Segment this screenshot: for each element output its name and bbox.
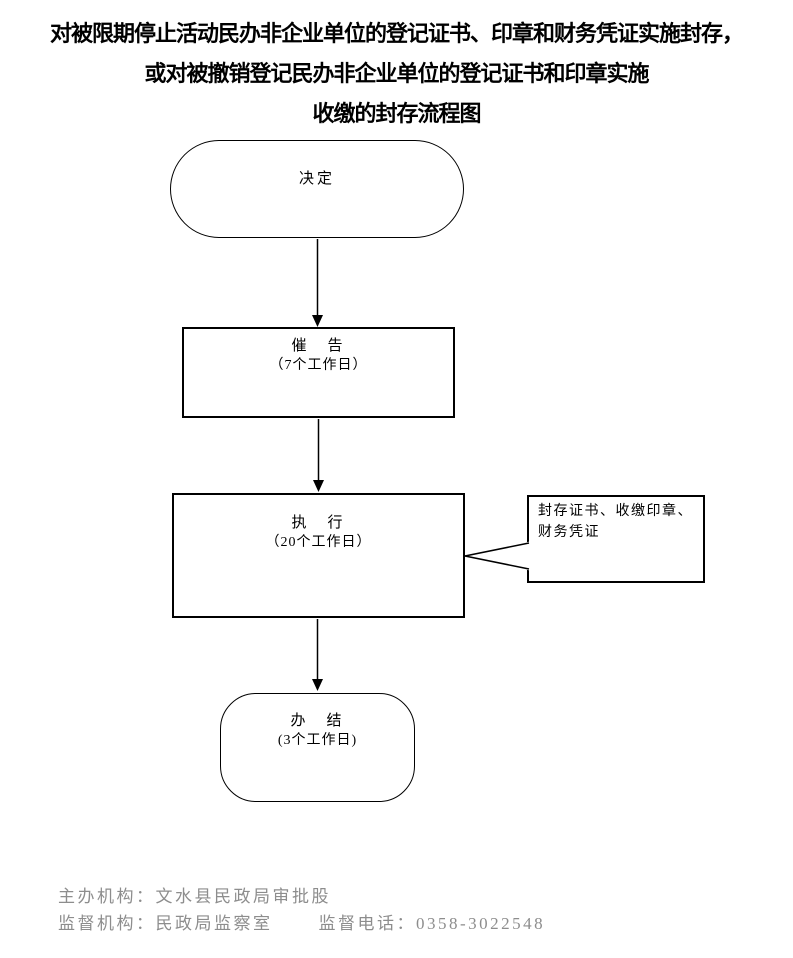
flow-node-urge: 催 告 （7个工作日） [182,327,455,418]
title-line-1: 对被限期停止活动民办非企业单位的登记证书、印章和财务凭证实施封存， [49,21,744,46]
node-label: 执 行 [291,515,346,531]
supervise-line: 监督机构：民政局监察室 监督电话：0358-3022548 [58,910,545,937]
node-duration: （20个工作日） [265,535,372,550]
callout-text-line: 封存证书、收缴印章、 [538,504,693,519]
page-title: 对被限期停止活动民办非企业单位的登记证书、印章和财务凭证实施封存， 或对被撤销登… [0,14,793,134]
callout-note: 封存证书、收缴印章、 财务凭证 [527,495,705,583]
flow-node-decision: 决定 [170,140,464,238]
node-label: 决定 [298,171,335,187]
flow-arrow-execute-to-conclude [312,619,323,691]
flow-arrow-decision-to-urge [312,239,323,327]
flow-node-conclude: 办 结 (3个工作日) [220,693,415,802]
node-label: 催 告 [291,338,346,354]
node-label: 办 结 [290,713,345,729]
footer: 主办机构：文水县民政局审批股 监督机构：民政局监察室 监督电话：0358-302… [58,883,545,937]
callout-text-line: 财务凭证 [538,525,600,540]
title-line-2: 或对被撤销登记民办非企业单位的登记证书和印章实施 [144,61,649,86]
callout-pointer [464,541,530,571]
supervise-phone-text: 监督电话：0358-3022548 [318,914,546,933]
host-org-text: 主办机构：文水县民政局审批股 [58,887,331,906]
flow-node-execute: 执 行 （20个工作日） [172,493,465,618]
node-duration: （7个工作日） [269,358,368,373]
supervise-org-text: 监督机构：民政局监察室 [58,914,273,933]
node-duration: (3个工作日) [277,733,358,748]
title-line-3: 收缴的封存流程图 [312,101,481,126]
flow-arrow-urge-to-execute [313,419,324,492]
